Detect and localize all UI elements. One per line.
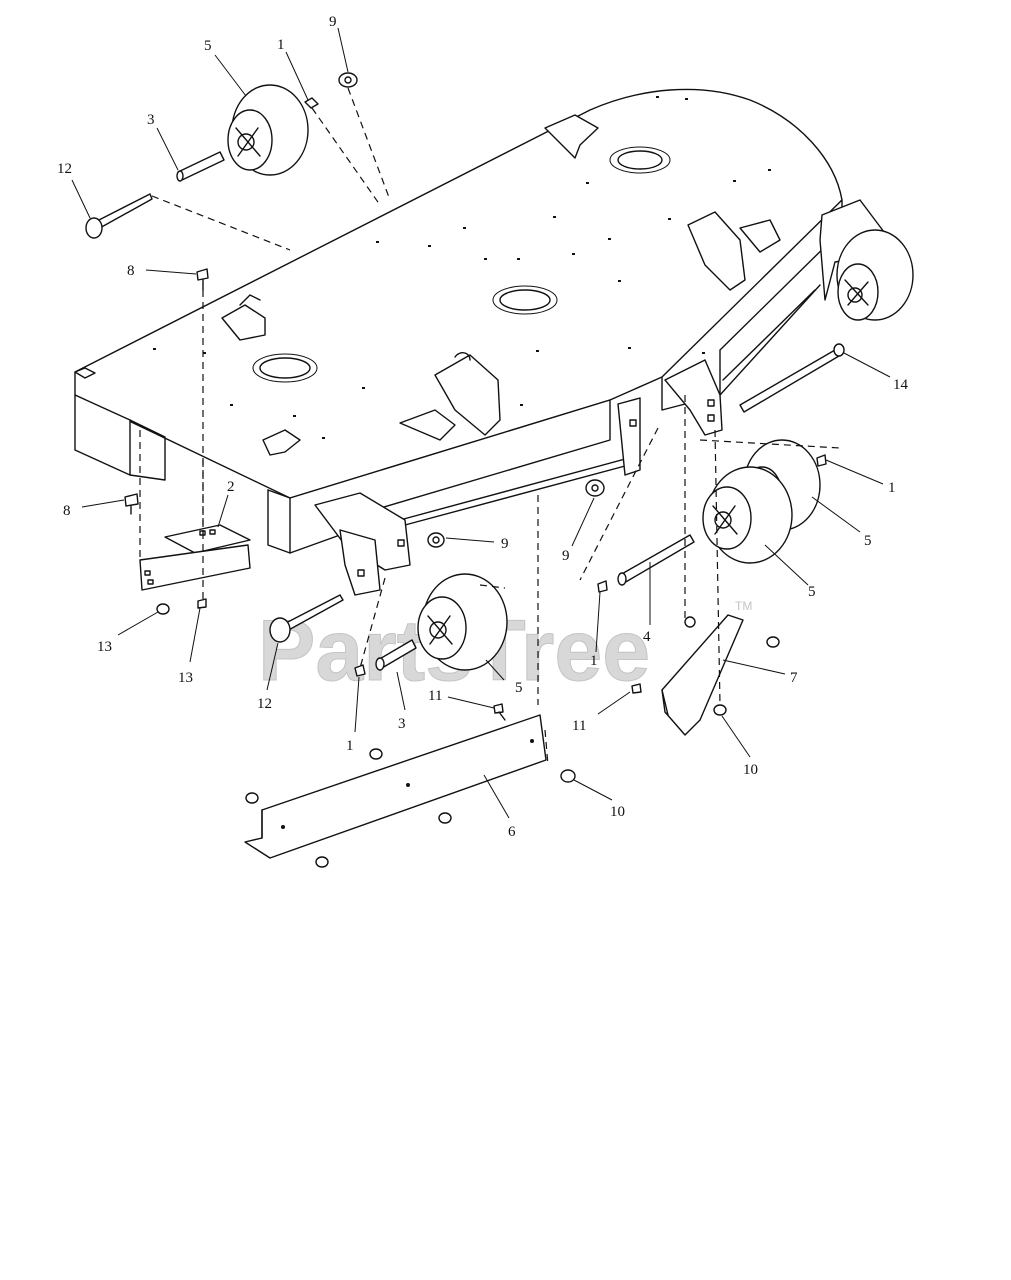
gauge-wheel-top — [227, 84, 309, 176]
rod-14 — [739, 343, 845, 413]
callout-10-low: 10 — [610, 804, 625, 820]
rear-right-wheel-assembly — [819, 199, 914, 321]
callout-5-top: 5 — [204, 38, 212, 54]
flange-nut-mid-a — [427, 532, 445, 548]
axle-bolt-low — [269, 594, 344, 643]
flange-nut-top — [338, 72, 358, 88]
deck-brackets — [221, 114, 781, 456]
baffle-7 — [661, 614, 744, 736]
leader-lines — [71, 27, 891, 819]
callout-7: 7 — [790, 670, 798, 686]
bolt-11-a — [493, 703, 506, 721]
callout-6: 6 — [508, 824, 516, 840]
callout-13-a: 13 — [97, 639, 112, 655]
callout-14: 14 — [893, 377, 909, 393]
nut-10-low — [560, 769, 576, 783]
callout-13-b: 13 — [178, 670, 193, 686]
spacer-low — [375, 639, 417, 671]
gauge-wheel-right-front — [702, 466, 793, 564]
nut-10-right — [713, 704, 727, 716]
callout-5-low: 5 — [515, 680, 523, 696]
callout-8-lower: 8 — [63, 503, 71, 519]
callout-9-top: 9 — [329, 14, 337, 30]
callout-8-upper: 8 — [127, 263, 135, 279]
callout-1-top: 1 — [277, 37, 285, 53]
bushing-mid — [597, 580, 608, 593]
nut-extra — [684, 616, 780, 648]
side-plate — [139, 544, 251, 591]
callout-9-mid-a: 9 — [501, 536, 509, 552]
callout-5-right-a: 5 — [864, 533, 872, 549]
callout-1-mid: 1 — [590, 653, 598, 669]
bushing-right — [816, 454, 827, 467]
bolt-8-lower — [124, 493, 139, 515]
bushing-top — [304, 97, 319, 109]
callout-1-low: 1 — [346, 738, 354, 754]
bushing-low — [354, 664, 366, 677]
axle-bolt-top — [85, 193, 153, 239]
front-right-wheel-bracket — [617, 359, 723, 476]
baffle-6 — [244, 714, 547, 859]
callout-11-a: 11 — [428, 688, 442, 704]
bolt-11-b — [631, 683, 642, 694]
callouts: 9 5 1 3 12 8 8 2 14 1 5 5 9 9 4 1 7 13 1… — [57, 14, 909, 840]
callout-2: 2 — [227, 479, 235, 495]
bolt-8-upper — [196, 268, 209, 291]
bracket-2 — [164, 524, 251, 554]
callout-1-right: 1 — [888, 480, 896, 496]
assembly-lines — [139, 87, 841, 766]
baffle-hardware — [245, 748, 452, 868]
callout-5-right-b: 5 — [808, 584, 816, 600]
front-left-wheel-bracket — [314, 492, 411, 596]
pin-13-b — [197, 598, 207, 609]
watermark-trademark: TM — [735, 599, 752, 613]
gauge-wheel-low — [417, 573, 508, 671]
callout-12-top: 12 — [57, 161, 72, 177]
callout-4: 4 — [643, 629, 651, 645]
axle-4 — [617, 534, 695, 586]
callout-3-top: 3 — [147, 112, 155, 128]
spacer-top — [176, 151, 225, 182]
callout-12-low: 12 — [257, 696, 272, 712]
callout-10-right: 10 — [743, 762, 758, 778]
callout-3-low: 3 — [398, 716, 406, 732]
callout-9-mid-b: 9 — [562, 548, 570, 564]
spindle-openings — [252, 146, 671, 383]
callout-11-b: 11 — [572, 718, 586, 734]
flange-nut-mid-b — [585, 479, 605, 497]
pin-13-a — [156, 603, 170, 615]
deck-shell — [74, 88, 843, 554]
